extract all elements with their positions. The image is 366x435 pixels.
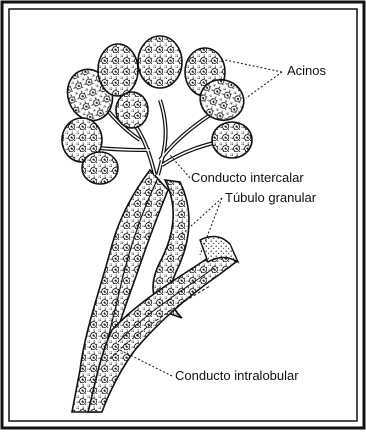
label-conducto-intralobular: Conducto intralobular	[174, 368, 300, 383]
acini	[60, 36, 252, 184]
label-acinos: Acinos	[286, 63, 327, 78]
label-conducto-intercalar: Conducto intercalar	[190, 170, 305, 185]
label-tubulo-granular: Túbulo granular	[224, 190, 317, 205]
